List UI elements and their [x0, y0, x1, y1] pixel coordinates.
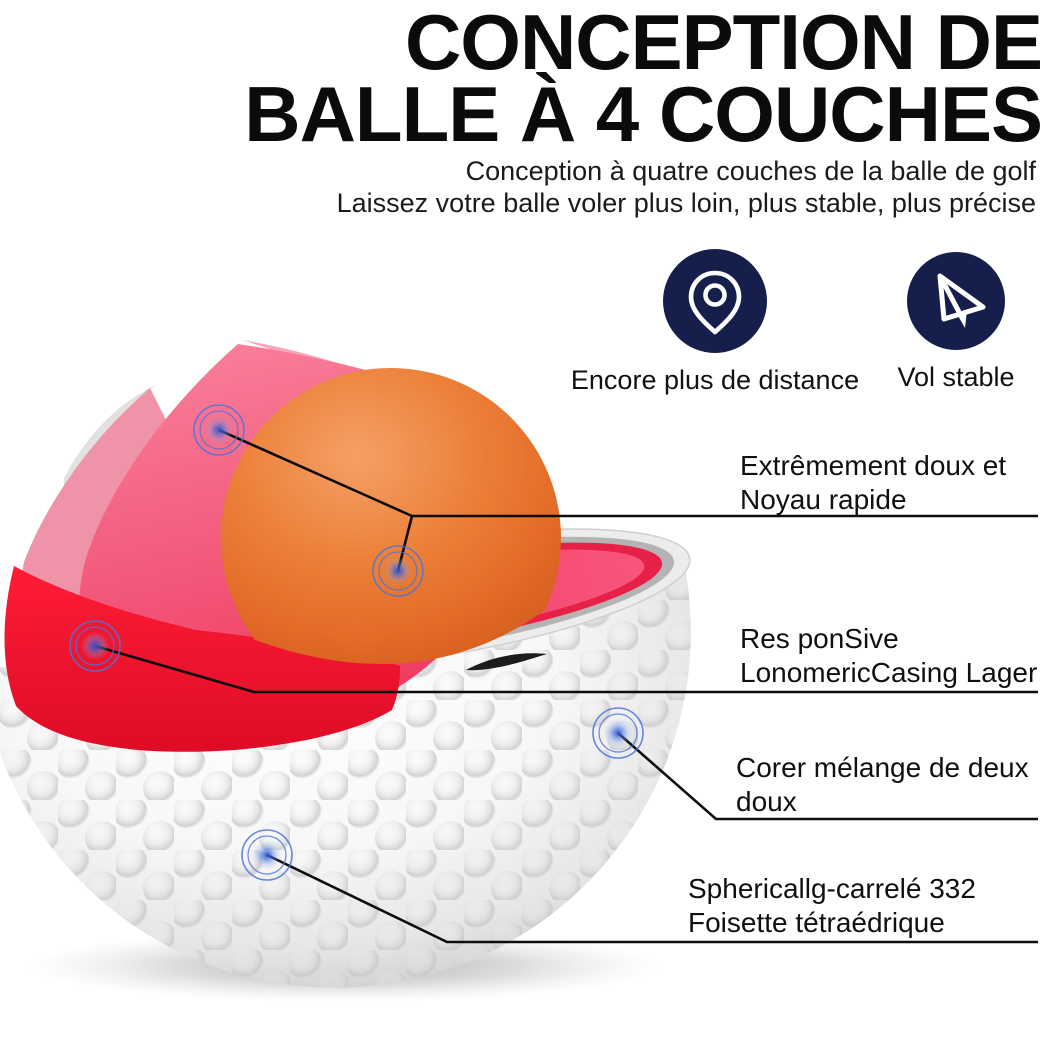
subtitle-line-2: Laissez votre balle voler plus loin, plu… [336, 188, 1036, 218]
callout-cover-dimples: Sphericallg-carrelé 332 Foisette tétraéd… [688, 872, 976, 940]
callout-mantle-line1: Res ponSive [740, 623, 899, 654]
paper-plane-icon [937, 273, 986, 328]
callout-lines [94, 428, 1038, 944]
callout-line-mantle [94, 644, 1038, 694]
page-title: CONCEPTION DE BALLE À 4 COUCHES [244, 0, 1043, 158]
callout-line-cover-upper [617, 732, 1038, 821]
callout-mantle-line2: LonomericCasing Lager [740, 657, 1038, 688]
subtitle-line-1: Conception à quatre couches de la balle … [465, 156, 1036, 186]
callout-cover-dimples-line1: Sphericallg-carrelé 332 [688, 873, 976, 904]
feature-stable-flight-disc [907, 252, 1005, 350]
mantle-red-layer [4, 566, 400, 752]
location-pin-icon [688, 270, 742, 335]
feature-stable-flight-label: Vol stable [897, 362, 1015, 392]
title-line-2: BALLE À 4 COUCHES [244, 70, 1043, 158]
subtitle: Conception à quatre couches de la balle … [337, 155, 1036, 219]
callout-cover-upper-line1: Corer mélange de deux [736, 752, 1029, 783]
callout-mantle: Res ponSive LonomericCasing Lager [740, 622, 1037, 690]
feature-distance: Encore plus de distance [555, 249, 875, 396]
callout-cover-dimples-line2: Foisette tétraédrique [688, 907, 945, 938]
feature-distance-disc [663, 249, 767, 353]
feature-distance-label: Encore plus de distance [570, 365, 860, 395]
inner-core [221, 367, 562, 664]
callout-core-line1: Extrêmement doux et [740, 450, 1007, 481]
callout-core: Extrêmement doux et Noyau rapide [740, 449, 1006, 517]
callout-core-line2: Noyau rapide [740, 484, 907, 515]
feature-stable-flight: Vol stable [856, 249, 1048, 393]
callout-cover-upper: Corer mélange de deux doux [736, 751, 1029, 819]
callout-line-cover-dimples [266, 853, 1038, 944]
title-line-1: CONCEPTION DE [404, 0, 1043, 86]
callout-cover-upper-line2: doux [736, 786, 797, 817]
swoosh-logo [466, 653, 547, 671]
